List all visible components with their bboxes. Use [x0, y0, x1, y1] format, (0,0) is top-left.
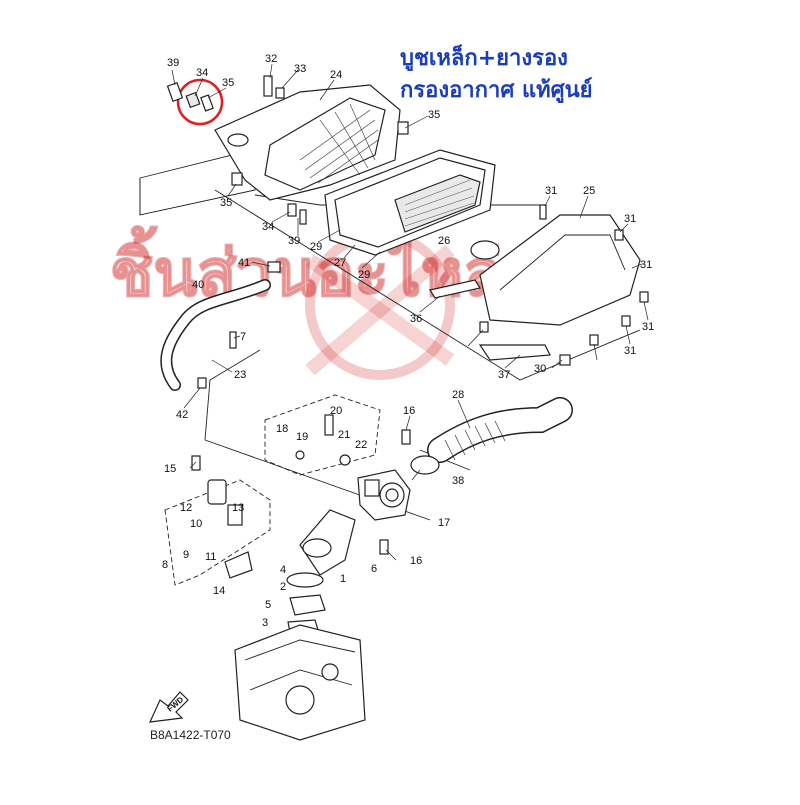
insulator-ring — [286, 572, 324, 588]
intake-duct — [410, 397, 573, 475]
callout-31e: 31 — [624, 345, 636, 357]
callout-28: 28 — [452, 389, 464, 401]
callout-21: 21 — [338, 429, 350, 441]
callout-34: 34 — [196, 67, 208, 79]
callout-5: 5 — [265, 599, 271, 611]
callout-36: 36 — [410, 313, 422, 325]
callout-26: 26 — [438, 235, 450, 247]
callout-23: 23 — [234, 369, 246, 381]
callout-6: 6 — [371, 563, 377, 575]
callout-18: 18 — [276, 423, 288, 435]
callout-30: 30 — [534, 363, 546, 375]
highlight-circle — [176, 78, 224, 126]
callout-16b: 16 — [410, 555, 422, 567]
air-box-cover — [429, 214, 641, 361]
fasteners — [166, 75, 649, 555]
callout-17: 17 — [438, 517, 450, 529]
forward-arrow-icon: FWD — [149, 691, 189, 723]
callout-38: 38 — [452, 475, 464, 487]
callout-1: 1 — [340, 573, 346, 585]
callout-33: 33 — [294, 63, 306, 75]
callout-34b: 34 — [262, 221, 274, 233]
annotation-line-1: บูชเหล็ก+ยางรอง — [400, 46, 568, 71]
callout-10: 10 — [190, 518, 202, 530]
callout-35b: 35 — [428, 109, 440, 121]
callout-15: 15 — [164, 463, 176, 475]
sensor-assembly — [207, 479, 253, 579]
callout-14: 14 — [213, 585, 225, 597]
joint-insulator — [289, 594, 326, 616]
callout-7: 7 — [240, 331, 246, 343]
callout-13: 13 — [232, 502, 244, 514]
callout-25: 25 — [583, 185, 595, 197]
callout-4: 4 — [280, 564, 286, 576]
callout-37: 37 — [498, 369, 510, 381]
air-box-body — [214, 84, 401, 201]
engine-cylinder-head — [234, 624, 366, 741]
callout-39b: 39 — [288, 235, 300, 247]
diagram-code: B8A1422-T070 — [150, 728, 231, 742]
callout-9: 9 — [183, 549, 189, 561]
callout-41: 41 — [238, 257, 250, 269]
callout-27: 27 — [334, 257, 346, 269]
callout-19: 19 — [296, 431, 308, 443]
callout-22: 22 — [355, 439, 367, 451]
annotation-line-2: กรองอากาศ แท้ศูนย์ — [400, 78, 593, 103]
callout-29: 29 — [310, 241, 322, 253]
callout-3: 3 — [262, 617, 268, 629]
throttle-body — [357, 469, 411, 521]
callout-42: 42 — [176, 409, 188, 421]
callout-16: 16 — [403, 405, 415, 417]
callout-31d: 31 — [642, 321, 654, 333]
callout-29b: 29 — [358, 269, 370, 281]
callout-2: 2 — [280, 581, 286, 593]
callout-8: 8 — [162, 559, 168, 571]
callout-11: 11 — [205, 551, 216, 563]
callout-32: 32 — [265, 53, 277, 65]
callout-labels: 39 34 35 32 33 24 35 35 34 39 29 27 29 2… — [162, 53, 654, 629]
air-filter-element — [324, 149, 496, 256]
callout-31: 31 — [545, 185, 557, 197]
callout-24: 24 — [330, 69, 342, 81]
callout-31b: 31 — [624, 213, 636, 225]
callout-20: 20 — [330, 405, 342, 417]
callout-35c: 35 — [220, 197, 232, 209]
callout-40: 40 — [192, 279, 204, 291]
callout-35: 35 — [222, 77, 234, 89]
callout-31c: 31 — [640, 259, 652, 271]
callout-12: 12 — [180, 502, 192, 514]
intake-manifold — [299, 509, 356, 576]
callout-39: 39 — [167, 57, 179, 69]
